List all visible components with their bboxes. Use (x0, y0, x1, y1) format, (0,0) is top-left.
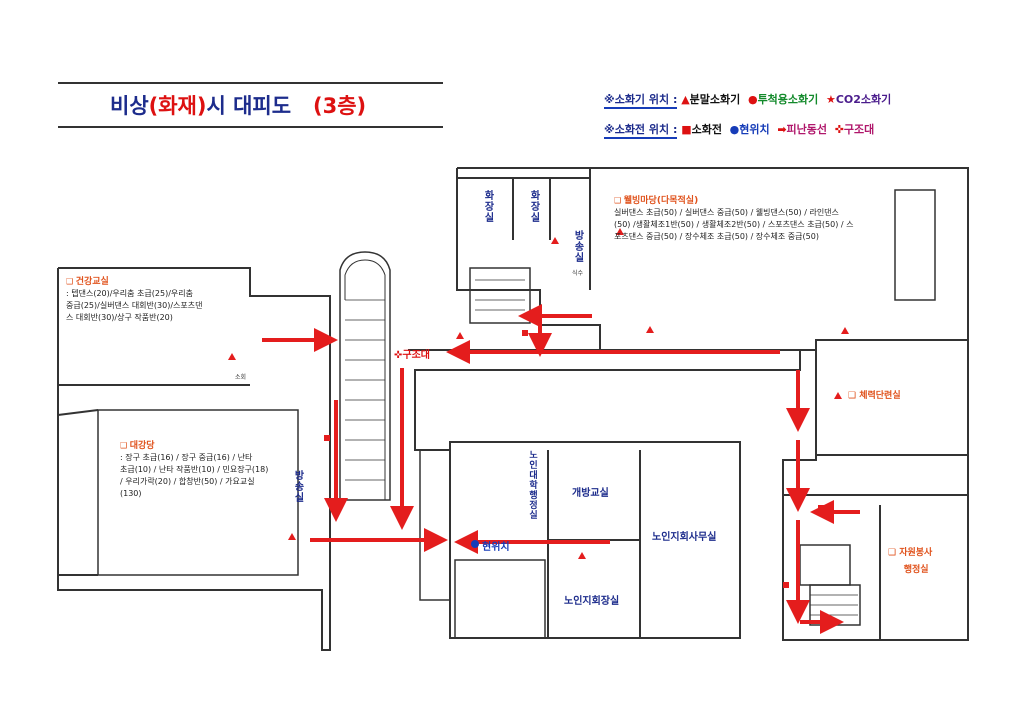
room-office: 노인지회사무실 (652, 532, 717, 543)
current-location-marker: 현위치 (482, 542, 510, 553)
circle-icon: ● (747, 93, 758, 106)
legend-current: 현위치 (739, 123, 770, 136)
arrow-icon: ➡ (777, 123, 787, 136)
title-line-bottom (58, 126, 443, 128)
title-suffix: 시 대피도 (206, 94, 292, 118)
stair-hatching (345, 279, 858, 616)
legend-throwing: 투척용소화기 (757, 93, 819, 106)
room-restroom-1: 화장실 (482, 190, 493, 223)
room-broadcast-1: 방송실 (572, 230, 583, 263)
page-title: 비상(화재)시 대피도 (3층) (110, 90, 366, 120)
tag-1: 소회 (235, 374, 247, 381)
room-open-class: 개방교실 (572, 488, 609, 499)
room-auditorium: ❑ 대강당 : 장구 초급(16) / 장구 중급(16) / 난타 초급(10… (120, 441, 269, 498)
legend-hydrant-label: ※소화전 위치 : (604, 123, 678, 139)
triangle-icon: ▲ (681, 93, 690, 106)
room-fitness: ❑ 체력단련실 (848, 391, 901, 401)
room-waiting: 노인대학행정실 (527, 450, 537, 520)
star-icon: ★ (825, 93, 836, 106)
legend-powder: 분말소화기 (689, 93, 741, 106)
rescue-marker: ✜구조대 (394, 350, 430, 361)
room-restroom-2: 화장실 (528, 190, 539, 223)
rescue-icon: ✜ (834, 123, 844, 136)
room-health: ❑ 건강교실 : 텝댄스(20)/우리춤 초급(25)/우리춤 중급(25)/실… (66, 277, 203, 322)
tag-2: 식수 (572, 270, 584, 277)
legend-rescue: 구조대 (843, 123, 875, 136)
legend-row-extinguisher: ※소화기 위치 : ▲분말소화기 ●투척용소화기 ★CO2소화기 (604, 91, 892, 109)
legend-route: 피난동선 (786, 123, 828, 136)
title-line-top (58, 82, 443, 84)
legend-co2: CO2소화기 (835, 93, 892, 106)
title-floor: (3층) (313, 94, 367, 118)
room-broadcast-2: 방송실 (292, 470, 303, 503)
title-highlight: (화재) (148, 94, 207, 118)
markers (228, 228, 849, 588)
room-volunteer: ❑ 자원봉사 행정실 (888, 548, 933, 575)
title-prefix: 비상 (110, 94, 149, 118)
rescue-icon: ✜ (394, 350, 403, 361)
legend-row-hydrant: ※소화전 위치 : ■소화전 ●현위치 ➡피난동선 ✜구조대 (604, 121, 875, 139)
current-location-dot (471, 540, 479, 548)
legend-extinguisher-label: ※소화기 위치 : (604, 93, 678, 109)
legend-hydrant: 소화전 (691, 123, 722, 136)
square-icon: ■ (681, 123, 692, 136)
current-location-icon: ● (729, 123, 740, 136)
evacuation-routes (262, 304, 860, 634)
room-wellbeing: ❑ 웰빙마당(다목적실) 실버댄스 초급(50) / 실버댄스 중급(50) /… (614, 196, 854, 241)
room-conference: 노인지회장실 (564, 596, 620, 607)
